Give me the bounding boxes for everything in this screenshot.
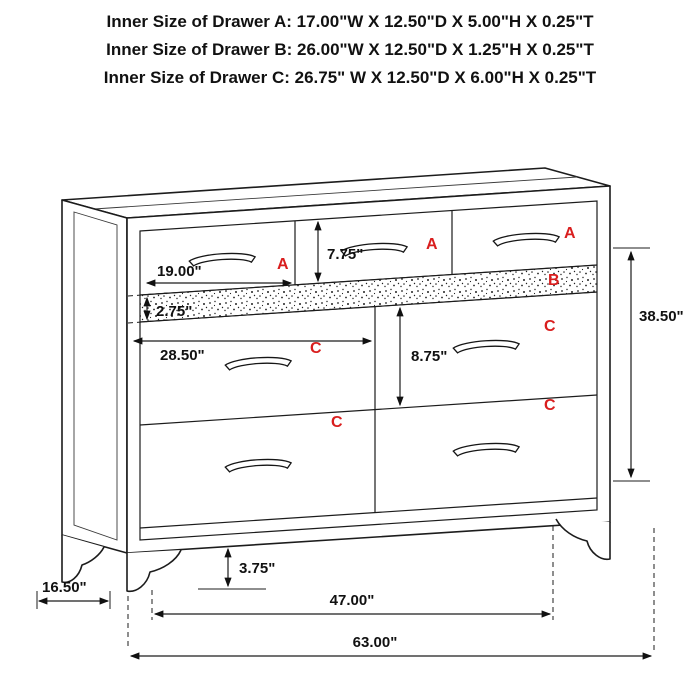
left-front-foot bbox=[126, 549, 182, 593]
drawer-a1-handle bbox=[188, 252, 257, 267]
label-drawer-a2: A bbox=[426, 236, 438, 253]
glitter-strip-drawer-b bbox=[139, 264, 598, 323]
label-drawer-c1-left: C bbox=[310, 340, 322, 357]
left-side-inset-panel bbox=[73, 211, 118, 541]
bottom-rail-line bbox=[139, 497, 598, 529]
dim-text-drawer-c-width: 28.50" bbox=[160, 347, 205, 364]
dim-text-strip-height: 2.75" bbox=[156, 303, 192, 320]
strip-bottom-guide bbox=[127, 319, 169, 324]
label-drawer-a3: A bbox=[564, 225, 576, 242]
dim-text-overall-width: 63.00" bbox=[353, 634, 398, 651]
drawer-a3-handle bbox=[492, 232, 561, 247]
strip-top-guide bbox=[127, 292, 169, 297]
drawer-b-note: Inner Size of Drawer B: 26.00"W X 12.50"… bbox=[106, 40, 594, 59]
drawer-size-notes: Inner Size of Drawer A: 17.00"W X 12.50"… bbox=[0, 8, 700, 92]
dim-text-foot-height: 3.75" bbox=[239, 560, 275, 577]
drawer-c-note: Inner Size of Drawer C: 26.75" W X 12.50… bbox=[103, 68, 597, 87]
dresser-body bbox=[61, 167, 611, 593]
row-c-divider-line bbox=[139, 394, 598, 426]
label-drawer-c2-right: C bbox=[544, 397, 556, 414]
right-front-foot bbox=[555, 518, 611, 561]
drawer-c2-right-handle bbox=[452, 442, 521, 457]
dimension-annotations: 19.00" 7.75" 2.75" 28.50" 8.75" 38.50" bbox=[36, 220, 684, 660]
drawer-handles bbox=[188, 232, 561, 473]
drawer-c1-right-handle bbox=[452, 339, 521, 354]
label-drawer-a1: A bbox=[277, 256, 289, 273]
dim-text-depth: 16.50" bbox=[42, 579, 87, 596]
top-molding-line bbox=[93, 176, 578, 210]
label-drawer-c1-right: C bbox=[544, 318, 556, 335]
drawer-a-note: Inner Size of Drawer A: 17.00"W X 12.50"… bbox=[106, 12, 594, 31]
drawer-c2-left-handle bbox=[224, 458, 293, 473]
dresser-front-face bbox=[126, 185, 611, 554]
drawer-a2-handle bbox=[340, 242, 409, 257]
label-drawer-c2-left: C bbox=[331, 414, 343, 431]
label-drawer-b: B bbox=[548, 272, 560, 289]
dim-text-drawer-a-height: 7.75" bbox=[327, 246, 363, 263]
left-back-foot bbox=[61, 535, 105, 584]
dim-text-drawer-c-height: 8.75" bbox=[411, 348, 447, 365]
dim-text-drawer-a-width: 19.00" bbox=[157, 263, 202, 280]
dim-text-feet-span: 47.00" bbox=[330, 592, 375, 609]
dim-text-overall-height: 38.50" bbox=[639, 308, 684, 325]
front-inner-frame bbox=[139, 200, 598, 541]
drawer-c1-left-handle bbox=[224, 356, 293, 371]
